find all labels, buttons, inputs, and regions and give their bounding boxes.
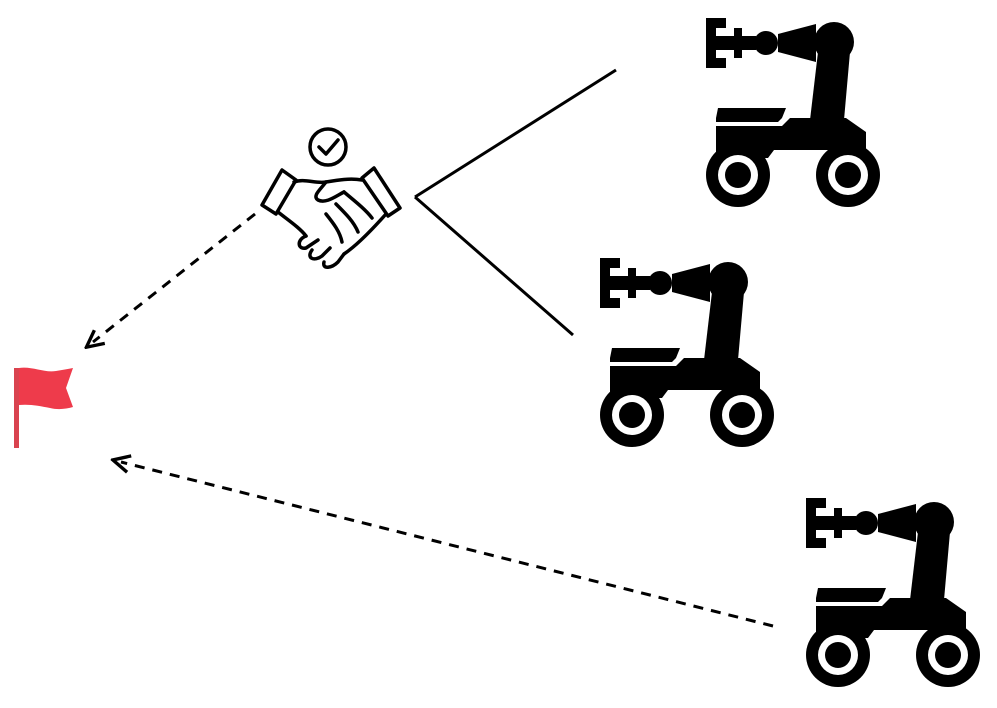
robot-3-icon	[806, 498, 980, 687]
robot-2-icon	[600, 258, 774, 447]
edge-robot2-agreement	[414, 195, 574, 337]
robot-1-icon	[706, 18, 880, 207]
edge-agreement-goal	[93, 212, 256, 342]
flag-icon	[14, 367, 73, 448]
edge-robot3-goal	[121, 462, 774, 628]
edge-robot1-agreement	[414, 68, 617, 199]
handshake-check-icon	[260, 127, 402, 269]
